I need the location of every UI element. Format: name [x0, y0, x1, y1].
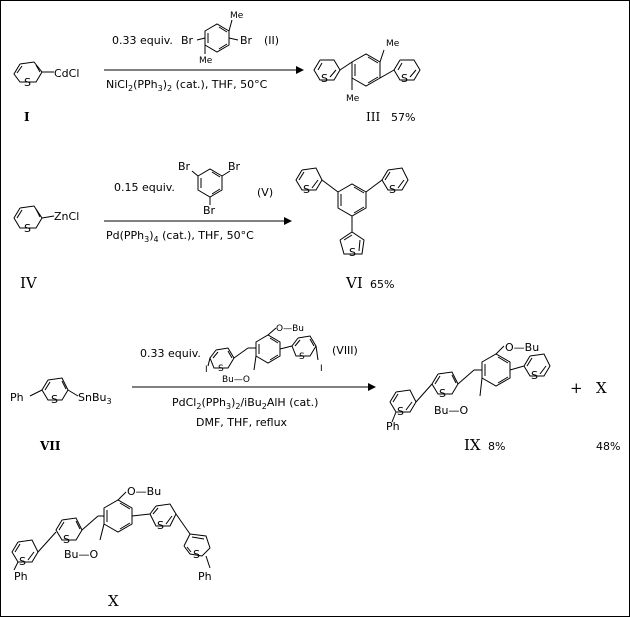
compound-label-VI: VI: [345, 274, 363, 292]
x-sulfur-a: S: [19, 555, 26, 568]
dibromoxylene-ring: [196, 19, 239, 54]
reagent-amount: 0.15 equiv.: [114, 181, 175, 194]
compound-label-IV: IV: [20, 274, 38, 292]
arrow-head: [284, 217, 292, 225]
yield-X: 48%: [596, 440, 620, 453]
product-sulfur-a: S: [397, 405, 404, 418]
reagent-amount: 0.33 equiv.: [140, 347, 201, 360]
x-sulfur-d: S: [193, 548, 200, 561]
reagent-id: (V): [257, 186, 273, 199]
conditions-line-2: DMF, THF, reflux: [196, 416, 288, 429]
sulfur-label: S: [24, 76, 31, 89]
product-sulfur-right: S: [401, 72, 408, 85]
product-methyl-top: Me: [386, 39, 400, 49]
yield-III: 57%: [391, 111, 415, 124]
product-methyl-bottom: Me: [346, 94, 360, 104]
product-sulfur-c: S: [531, 369, 538, 382]
yield-IX: 8%: [488, 440, 505, 453]
bromo-b: Br: [228, 160, 241, 173]
bromo-c: Br: [203, 204, 216, 217]
reagent-iodo-right: I: [320, 364, 323, 374]
compound-label-VII: VII: [39, 439, 61, 453]
thiophene-ring-VII: [29, 377, 79, 401]
product-buo: Bu—O: [434, 404, 469, 417]
product-obu: O—Bu: [505, 341, 539, 354]
sulfur-label: S: [51, 393, 58, 406]
conditions-line-1: PdCl2(PPh3)2/iBu2AlH (cat.): [172, 396, 318, 411]
sulfur-label: S: [24, 222, 31, 235]
reagent-id: (VIII): [332, 344, 358, 357]
bromo-right: Br: [240, 34, 253, 47]
x-sulfur-c: S: [157, 519, 164, 532]
product-sulfur-c: S: [349, 246, 356, 259]
product-IX-structure: [389, 345, 551, 423]
arrow-head: [368, 383, 376, 391]
methyl-top: Me: [230, 11, 244, 21]
conditions: NiCl2(PPh3)2 (cat.), THF, 50°C: [106, 78, 268, 93]
snbu3-group: SnBu3: [78, 391, 112, 406]
product-sulfur-b: S: [439, 387, 446, 400]
product-sulfur-a: S: [303, 183, 310, 196]
x-obu: O—Bu: [127, 485, 161, 498]
zncl-group: ZnCl: [54, 210, 79, 223]
x-phenyl-right: Ph: [198, 570, 212, 583]
product-sulfur-left: S: [321, 72, 328, 85]
x-phenyl-left: Ph: [14, 570, 28, 583]
reaction-2: S ZnCl IV 0.15 equiv. Br Br Br (V) Pd(PP…: [13, 160, 409, 292]
tribromobenzene-ring: [191, 168, 231, 205]
side-product-label-X: X: [596, 379, 607, 397]
reagent-buo: Bu—O: [222, 375, 250, 385]
bromo-a: Br: [178, 160, 191, 173]
thiophene-ring-I: [13, 61, 54, 83]
thiophene-ring-IV: [13, 205, 55, 229]
reagent-sulfur-right: S: [299, 352, 305, 362]
reaction-3: Ph S SnBu3 VII 0.33 equiv.: [10, 324, 620, 454]
arrow-head: [296, 66, 304, 74]
x-sulfur-b: S: [63, 533, 70, 546]
compound-label-X: X: [108, 592, 119, 610]
reagent-obu: O—Bu: [276, 324, 304, 334]
reagent-VIII-structure: [207, 327, 319, 371]
compound-label-IX: IX: [464, 436, 481, 454]
conditions: Pd(PPh3)4 (cat.), THF, 50°C: [106, 229, 254, 244]
plus-sign: +: [570, 379, 583, 397]
structure-X-bonds: [11, 491, 211, 571]
product-phenyl: Ph: [386, 420, 400, 433]
reaction-1: S CdCl I 0.33 equiv. Br Me Me Br (II) Ni…: [13, 11, 421, 124]
structure-X: O—Bu Bu—O Ph Ph S S S S X: [11, 485, 212, 610]
product-sulfur-b: S: [389, 183, 396, 196]
x-buo: Bu—O: [64, 548, 99, 561]
reagent-iodo-left: I: [205, 365, 208, 375]
cdcl-group: CdCl: [54, 67, 79, 80]
reagent-amount: 0.33 equiv.: [112, 34, 173, 47]
phenyl-label: Ph: [10, 391, 24, 404]
bromo-left: Br: [181, 34, 194, 47]
reagent-id: (II): [264, 34, 279, 47]
reagent-sulfur-left: S: [218, 364, 224, 374]
compound-label-I: I: [24, 110, 30, 124]
methyl-bottom: Me: [199, 56, 213, 66]
product-III-structure: [313, 49, 421, 90]
yield-VI: 65%: [370, 278, 394, 291]
compound-label-III: III: [366, 110, 380, 124]
product-VI-structure: [295, 167, 409, 255]
